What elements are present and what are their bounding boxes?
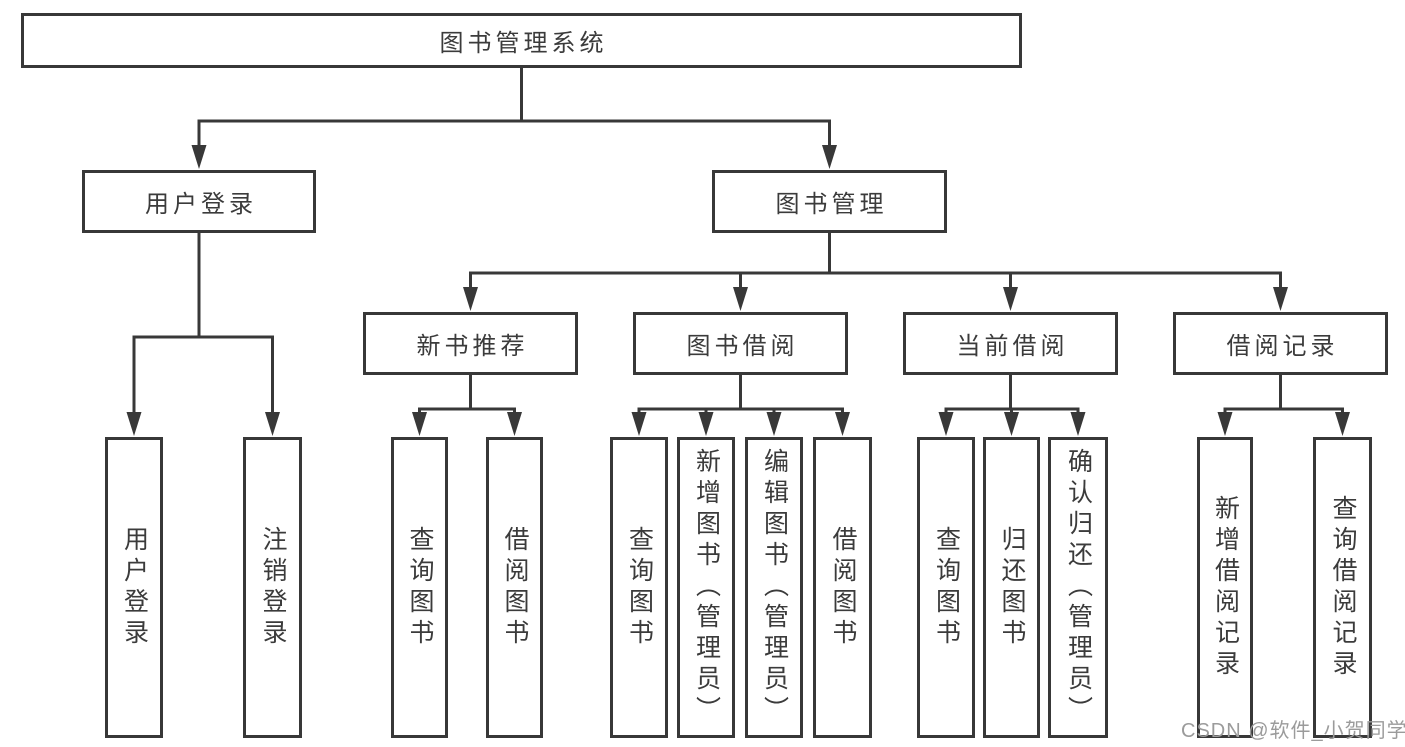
- node-label: 借阅记录: [1226, 333, 1339, 360]
- node-c3: 确认归还（管理员）: [1048, 437, 1108, 738]
- node-label: 归还图书: [998, 525, 1026, 650]
- node-u2: 注销登录: [243, 437, 302, 738]
- node-b1: 查询图书: [610, 437, 668, 738]
- watermark-text: CSDN @软件_小贺同学: [1181, 720, 1405, 742]
- node-label: 借阅图书: [501, 525, 529, 650]
- node-label: 图书借阅: [686, 333, 799, 360]
- node-label: 查询图书: [406, 525, 434, 650]
- node-b2: 新增图书（管理员）: [677, 437, 735, 738]
- node-b4: 借阅图书: [813, 437, 872, 738]
- node-r2: 查询借阅记录: [1313, 437, 1372, 738]
- node-newbook: 新书推荐: [363, 312, 578, 375]
- node-label: 查询图书: [932, 525, 961, 650]
- node-b3: 编辑图书（管理员）: [745, 437, 803, 738]
- node-u1: 用户登录: [105, 437, 163, 738]
- node-current: 当前借阅: [903, 312, 1118, 375]
- node-label: 确认归还（管理员）: [1064, 448, 1093, 727]
- node-c1: 查询图书: [917, 437, 975, 738]
- node-records: 借阅记录: [1173, 312, 1388, 375]
- node-label: 新增借阅记录: [1211, 494, 1240, 681]
- node-n1: 查询图书: [391, 437, 448, 738]
- node-label: 图书管理: [775, 191, 888, 218]
- node-label: 注销登录: [259, 525, 287, 650]
- node-label: 用户登录: [120, 525, 149, 650]
- node-label: 图书管理系统: [439, 30, 608, 57]
- node-bookmgmt: 图书管理: [712, 170, 947, 233]
- node-login: 用户登录: [82, 170, 316, 233]
- node-label: 查询借阅记录: [1329, 494, 1357, 681]
- node-borrow: 图书借阅: [633, 312, 848, 375]
- node-label: 用户登录: [145, 191, 257, 218]
- node-label: 新增图书（管理员）: [692, 448, 721, 727]
- node-label: 查询图书: [625, 525, 654, 650]
- node-label: 借阅图书: [829, 525, 857, 650]
- node-label: 当前借阅: [956, 333, 1069, 360]
- node-r1: 新增借阅记录: [1197, 437, 1253, 738]
- node-c2: 归还图书: [983, 437, 1040, 738]
- node-label: 编辑图书（管理员）: [760, 448, 789, 727]
- node-n2: 借阅图书: [486, 437, 543, 738]
- node-label: 新书推荐: [416, 333, 529, 360]
- node-root: 图书管理系统: [21, 13, 1022, 68]
